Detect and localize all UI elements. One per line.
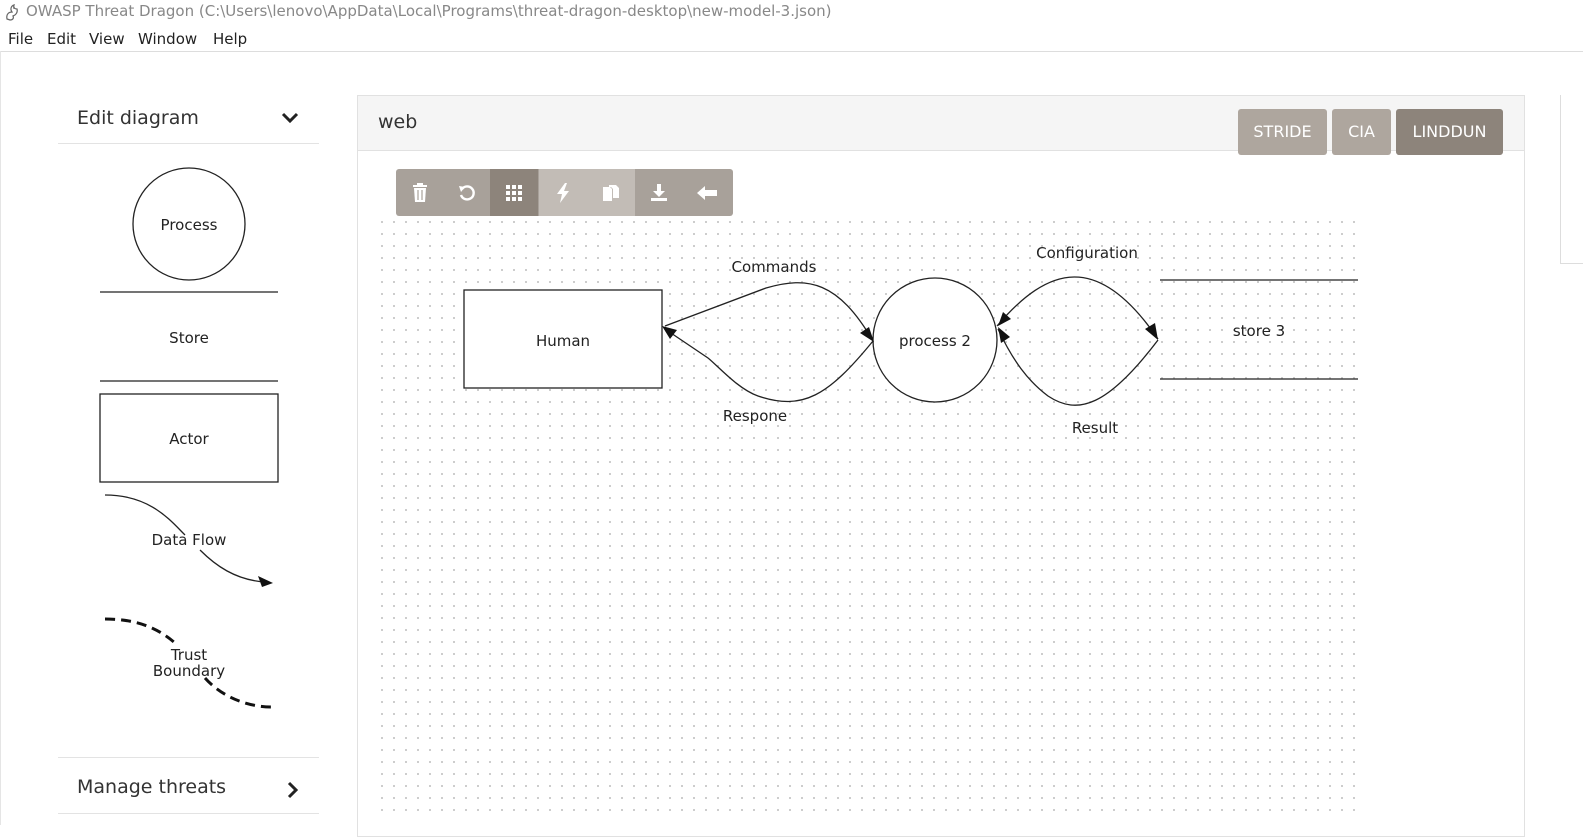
delete-icon <box>413 182 427 202</box>
flow-result-label: Result <box>1072 419 1118 437</box>
trust-label-line2: Boundary <box>152 662 226 680</box>
flow-configuration-arrowhead-end <box>1145 323 1158 340</box>
stencil-trust-boundary-label: Trust Boundary <box>139 647 239 679</box>
chevron-down-icon[interactable] <box>281 112 299 124</box>
stride-button[interactable]: STRIDE <box>1238 109 1327 155</box>
close-diagram-button[interactable] <box>683 169 731 216</box>
menu-window[interactable]: Window <box>138 30 198 48</box>
flow-configuration-arrowhead <box>998 312 1011 326</box>
menu-file[interactable]: File <box>8 30 34 48</box>
diagram-panel: web STRIDE CIA LINDDUN <box>357 95 1525 837</box>
diagram-graph: Human process 2 store 3 Commands Respone… <box>463 244 1358 437</box>
stencil-data-flow-shape[interactable] <box>104 494 266 583</box>
stencil-actor-shape[interactable] <box>99 393 279 483</box>
dragon-icon <box>6 4 18 21</box>
flow-response-label: Respone <box>723 407 787 425</box>
window-title: OWASP Threat Dragon (C:\Users\lenovo\App… <box>26 2 832 20</box>
flow-result-arrowhead <box>998 327 1010 343</box>
diagram-title: web <box>378 111 418 133</box>
lightning-icon <box>557 182 569 203</box>
manage-threats-header[interactable]: Manage threats <box>58 757 319 814</box>
menu-edit[interactable]: Edit <box>47 30 77 48</box>
store-3-label: store 3 <box>1233 322 1285 340</box>
linddun-button[interactable]: LINDDUN <box>1396 109 1503 155</box>
grid-button[interactable] <box>490 169 538 216</box>
flow-response-arrowhead <box>662 326 677 339</box>
menu-help[interactable]: Help <box>213 30 248 48</box>
undo-button[interactable] <box>443 169 491 216</box>
flow-commands-arrowhead <box>860 327 874 342</box>
chevron-right-icon[interactable] <box>287 781 299 799</box>
stencil-trust-boundary-shape[interactable] <box>104 617 273 709</box>
stencil-store-label: Store <box>169 329 209 347</box>
stencil-process-label: Process <box>160 216 218 234</box>
menu-bar: File Edit View Window Help <box>0 27 1583 52</box>
menu-view[interactable]: View <box>89 30 125 48</box>
stencil-data-flow-label: Data Flow <box>151 531 227 549</box>
edit-diagram-header[interactable]: Edit diagram <box>58 97 319 144</box>
grid-icon <box>506 184 522 201</box>
delete-button[interactable] <box>396 169 444 216</box>
diagram-header: web STRIDE CIA LINDDUN <box>358 96 1524 155</box>
stencil-palette <box>99 167 279 709</box>
flow-configuration[interactable] <box>996 276 1159 340</box>
stencil-process-shape[interactable] <box>132 167 246 281</box>
actor-human[interactable] <box>463 289 663 389</box>
app-content <box>0 51 1583 825</box>
stencil-data-flow-arrowhead <box>258 576 273 587</box>
cia-button[interactable]: CIA <box>1332 109 1391 155</box>
actor-human-label: Human <box>536 332 590 350</box>
stencil-actor-label: Actor <box>169 430 209 448</box>
flow-commands[interactable] <box>664 282 874 342</box>
diagram-toolbar <box>396 169 733 216</box>
manage-threats-label: Manage threats <box>77 776 227 798</box>
edit-diagram-label: Edit diagram <box>77 107 199 129</box>
flow-result[interactable] <box>997 328 1159 406</box>
right-panel-edge <box>1560 95 1583 264</box>
window-title-bar: OWASP Threat Dragon (C:\Users\lenovo\App… <box>0 0 1583 26</box>
back-arrow-icon <box>697 185 717 200</box>
process-2-label: process 2 <box>899 332 971 350</box>
flow-configuration-label: Configuration <box>1036 244 1138 262</box>
flow-commands-label: Commands <box>732 258 817 276</box>
download-icon <box>651 183 667 201</box>
copy-icon <box>603 184 619 201</box>
download-button[interactable] <box>635 169 683 216</box>
undo-icon <box>459 184 475 201</box>
copy-button[interactable] <box>587 169 635 216</box>
trust-label-line1: Trust <box>170 646 208 664</box>
generate-threats-button[interactable] <box>539 169 587 216</box>
flow-response[interactable] <box>664 328 874 403</box>
